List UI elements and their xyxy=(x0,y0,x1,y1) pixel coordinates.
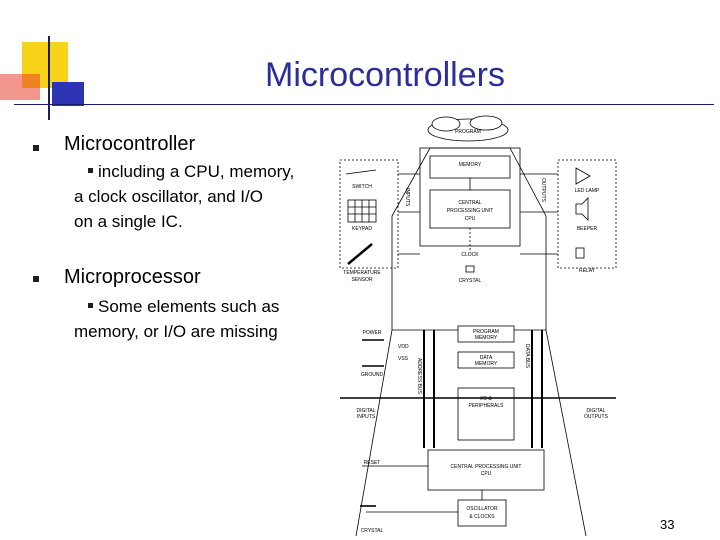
crystal-label: CRYSTAL xyxy=(459,278,482,284)
sub-bullet-marker xyxy=(88,168,93,173)
bullet-microcontroller: Microcontroller xyxy=(64,133,196,155)
vss-label: VSS xyxy=(398,356,409,362)
keypad-label: KEYPAD xyxy=(352,226,372,232)
outputs-box xyxy=(557,159,617,269)
beeper-label: BEEPER xyxy=(577,226,598,232)
digital-in-label-2: INPUTS xyxy=(357,414,376,420)
switch-symbol xyxy=(345,169,377,175)
program-memory-label-2: MEMORY xyxy=(475,335,498,341)
data-memory-block xyxy=(457,351,515,369)
page-number: 33 xyxy=(660,517,675,532)
reset-label: RESET xyxy=(364,460,381,466)
microcontroller-block-diagram: PROGRAM MEMORY CENTRAL PROCESSING UNIT C… xyxy=(339,115,617,536)
bullet-marker xyxy=(33,145,39,151)
sub-bullet-microcontroller: including a CPU, memory, a clock oscilla… xyxy=(74,159,324,234)
decor-red-square xyxy=(0,74,40,100)
oscillator-block xyxy=(457,499,507,527)
inputs-box xyxy=(339,159,399,269)
digital-out-label-1: DIGITAL xyxy=(586,408,605,414)
led-symbol xyxy=(575,167,591,185)
crystal-symbol xyxy=(465,265,475,273)
program-cloud: PROGRAM xyxy=(427,115,509,142)
ground-label: GROUND xyxy=(361,372,384,378)
digital-out-label-2: OUTPUTS xyxy=(584,414,609,420)
data-memory-label-1: DATA xyxy=(480,355,493,361)
sub-bullet-microprocessor: Some elements such as memory, or I/O are… xyxy=(74,294,344,344)
decor-vertical-line xyxy=(48,36,50,120)
zoom-line-left xyxy=(355,329,393,536)
cpu-bottom-label-1: CENTRAL PROCESSING UNIT xyxy=(451,464,522,470)
crystal-bottom-label: CRYSTAL xyxy=(361,528,384,534)
clock-label: CLOCK xyxy=(461,252,479,258)
digital-in-label-1: DIGITAL xyxy=(356,408,375,414)
oscillator-label-2: & CLOCKS xyxy=(469,514,495,520)
bullet-microprocessor: Microprocessor xyxy=(64,266,201,288)
temp-sensor-label-1: TEMPERATURE xyxy=(343,270,381,276)
data-bus-label: DATA BUS xyxy=(524,344,530,369)
sub-bullet-line: including a CPU, memory, xyxy=(98,162,295,181)
program-memory-block xyxy=(457,325,515,343)
cpu-bottom-block xyxy=(427,449,545,491)
led-label: LED LAMP xyxy=(575,188,600,194)
program-memory-label-1: PROGRAM xyxy=(473,329,499,335)
io-label-2: PERIPHERALS xyxy=(468,403,504,409)
io-label-1: I/O & xyxy=(480,396,492,402)
outputs-label: OUTPUTS xyxy=(540,178,546,203)
sub-bullet-line: a clock oscillator, and I/O xyxy=(74,187,263,206)
oscillator-label-1: OSCILLATOR xyxy=(466,506,498,512)
sub-bullet-marker xyxy=(88,303,93,308)
memory-label: MEMORY xyxy=(459,162,482,168)
cpu-label-3: CPU xyxy=(465,216,476,222)
data-memory-label-2: MEMORY xyxy=(475,361,498,367)
beeper-symbol xyxy=(575,197,589,221)
slide-title: Microcontrollers xyxy=(265,56,505,94)
relay-symbol xyxy=(575,247,585,259)
cpu-label-2: PROCESSING UNIT xyxy=(447,208,493,214)
sub-bullet-line: Some elements such as xyxy=(98,297,280,316)
sub-bullet-line: on a single IC. xyxy=(74,212,183,231)
switch-label: SWITCH xyxy=(352,184,372,190)
chip-outline xyxy=(391,147,547,331)
temp-sensor-label-2: SENSOR xyxy=(351,277,373,283)
bullet-marker xyxy=(33,276,39,282)
cpu-label-1: CENTRAL xyxy=(458,200,482,206)
relay-label: RELAY xyxy=(579,268,596,274)
cpu-bottom-label-2: CPU xyxy=(481,471,492,477)
vdd-label: VDD xyxy=(398,344,409,350)
program-label: PROGRAM xyxy=(455,129,481,135)
io-peripherals-block xyxy=(457,387,515,441)
inputs-label: INPUTS xyxy=(404,188,410,207)
power-label: POWER xyxy=(363,330,382,336)
address-bus-label: ADDRESS BUS xyxy=(416,358,422,395)
title-underline xyxy=(14,104,714,105)
zoom-line-right xyxy=(545,329,587,536)
sub-bullet-line: memory, or I/O are missing xyxy=(74,322,278,341)
temp-sensor-symbol xyxy=(347,243,373,265)
decor-blue-square xyxy=(52,82,84,106)
